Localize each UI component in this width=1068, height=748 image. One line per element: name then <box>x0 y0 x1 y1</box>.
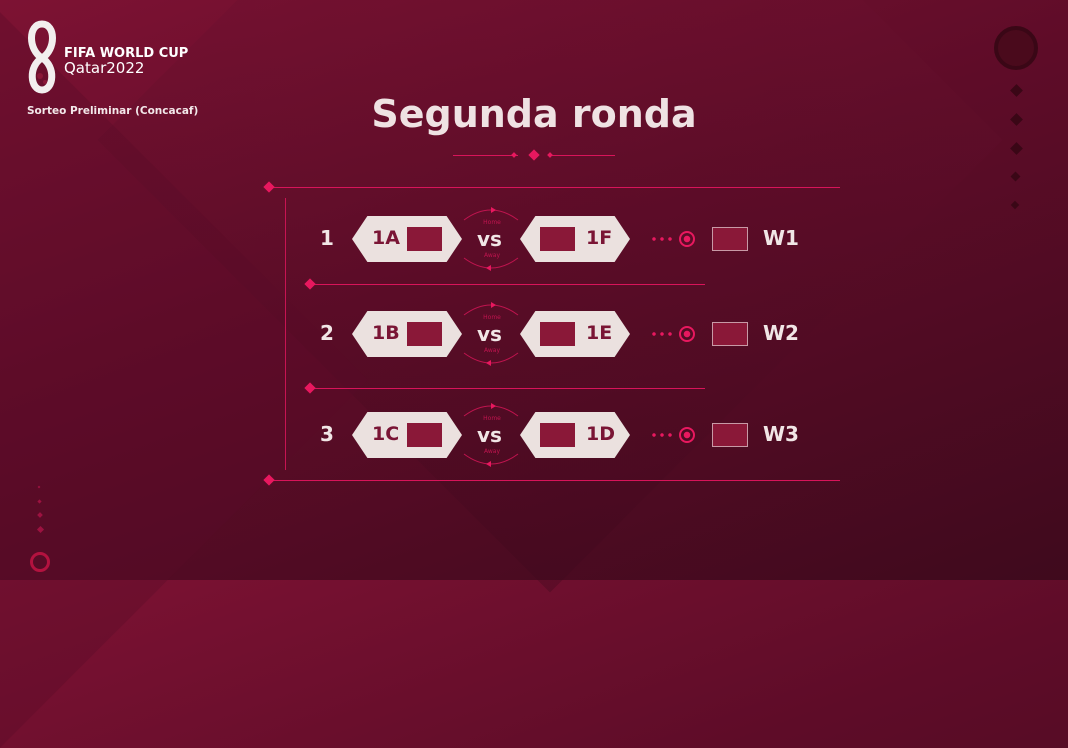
vs-label: vs <box>477 227 502 251</box>
home-code: 1B <box>372 322 400 344</box>
match-number: 1 <box>320 226 334 250</box>
bracket-line <box>285 198 286 470</box>
winner-flag[interactable] <box>712 322 748 346</box>
vs-label: vs <box>477 322 502 346</box>
match-row: 2 1B Home vs Away 1E W2 <box>0 302 1068 366</box>
home-team-slot[interactable]: 1A <box>352 216 462 262</box>
match-row: 3 1C Home vs Away 1D W3 <box>0 403 1068 467</box>
away-code: 1F <box>586 227 613 249</box>
home-code: 1C <box>372 423 400 445</box>
winner-flag[interactable] <box>712 423 748 447</box>
divider <box>268 480 840 481</box>
dots-icon <box>650 433 674 437</box>
away-team-slot[interactable]: 1F <box>520 216 630 262</box>
home-team-slot[interactable]: 1C <box>352 412 462 458</box>
match-number: 2 <box>320 321 334 345</box>
away-code: 1D <box>586 423 615 445</box>
away-label: Away <box>484 347 500 354</box>
away-code: 1E <box>586 322 613 344</box>
page-title: Segunda ronda <box>371 92 697 136</box>
away-flag <box>540 423 575 447</box>
away-label: Away <box>484 252 500 259</box>
home-flag <box>407 322 442 346</box>
home-flag <box>407 227 442 251</box>
brand-line1: FIFA WORLD CUP <box>64 46 189 61</box>
home-away-arrows-icon <box>463 302 519 366</box>
home-code: 1A <box>372 227 400 249</box>
brand-line2: Qatar2022 <box>64 59 145 77</box>
football-icon <box>679 326 695 342</box>
match-number: 3 <box>320 422 334 446</box>
home-away-arrows-icon <box>463 207 519 271</box>
home-label: Home <box>483 219 501 226</box>
home-label: Home <box>483 415 501 422</box>
away-flag <box>540 322 575 346</box>
divider <box>453 155 518 156</box>
dots-icon <box>650 332 674 336</box>
brand-logo-text: FIFA WORLD CUP Qatar2022 <box>64 46 188 76</box>
home-team-slot[interactable]: 1B <box>352 311 462 357</box>
world-cup-logo <box>28 20 56 94</box>
home-label: Home <box>483 314 501 321</box>
diamond-icon <box>1010 171 1021 182</box>
divider <box>310 388 705 389</box>
away-team-slot[interactable]: 1E <box>520 311 630 357</box>
away-team-slot[interactable]: 1D <box>520 412 630 458</box>
winner-flag[interactable] <box>712 227 748 251</box>
football-icon <box>679 427 695 443</box>
home-away-arrows-icon <box>463 403 519 467</box>
winner-label: W3 <box>763 422 799 446</box>
divider <box>550 155 615 156</box>
winner-label: W2 <box>763 321 799 345</box>
winner-label: W1 <box>763 226 799 250</box>
diamond-icon <box>1010 200 1020 210</box>
away-label: Away <box>484 448 500 455</box>
divider <box>268 187 840 188</box>
football-icon <box>994 26 1038 70</box>
divider <box>310 284 705 285</box>
football-icon <box>679 231 695 247</box>
football-icon <box>30 552 50 572</box>
vs-label: vs <box>477 423 502 447</box>
match-row: 1 1A Home vs Away 1F W1 <box>0 207 1068 271</box>
diamond-icon <box>1010 142 1023 155</box>
dots-icon <box>650 237 674 241</box>
subtitle: Sorteo Preliminar (Concacaf) <box>27 105 199 117</box>
home-flag <box>407 423 442 447</box>
away-flag <box>540 227 575 251</box>
